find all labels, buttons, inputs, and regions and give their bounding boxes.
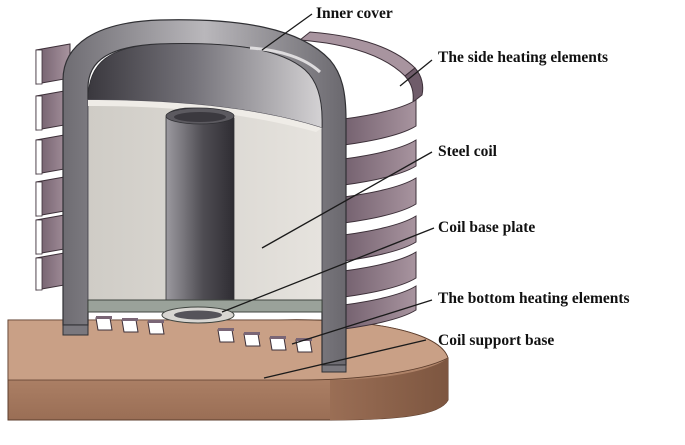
leader-inner-cover [261,13,313,51]
bottom-heating-elements [95,316,313,353]
label-side-heating-elements: The side heating elements [438,49,608,66]
label-inner-cover: Inner cover [316,5,393,22]
leader-coil-base-plate [221,227,435,313]
leader-coil-support-base [263,339,427,379]
leader-steel-coil [261,151,433,249]
inner-cover-lower-edge [62,324,347,373]
leader-lines [221,13,435,379]
label-steel-coil: Steel coil [438,143,498,160]
leader-bottom-heating [291,299,433,345]
label-coil-support-base: Coil support base [438,332,554,349]
right-side-heating-elements [298,31,424,331]
label-bottom-heating-elements: The bottom heating elements [438,290,630,307]
leader-side-heating [399,59,433,87]
steel-coil [87,99,323,313]
label-coil-base-plate: Coil base plate [438,219,535,236]
coil-base-plate [87,299,323,324]
